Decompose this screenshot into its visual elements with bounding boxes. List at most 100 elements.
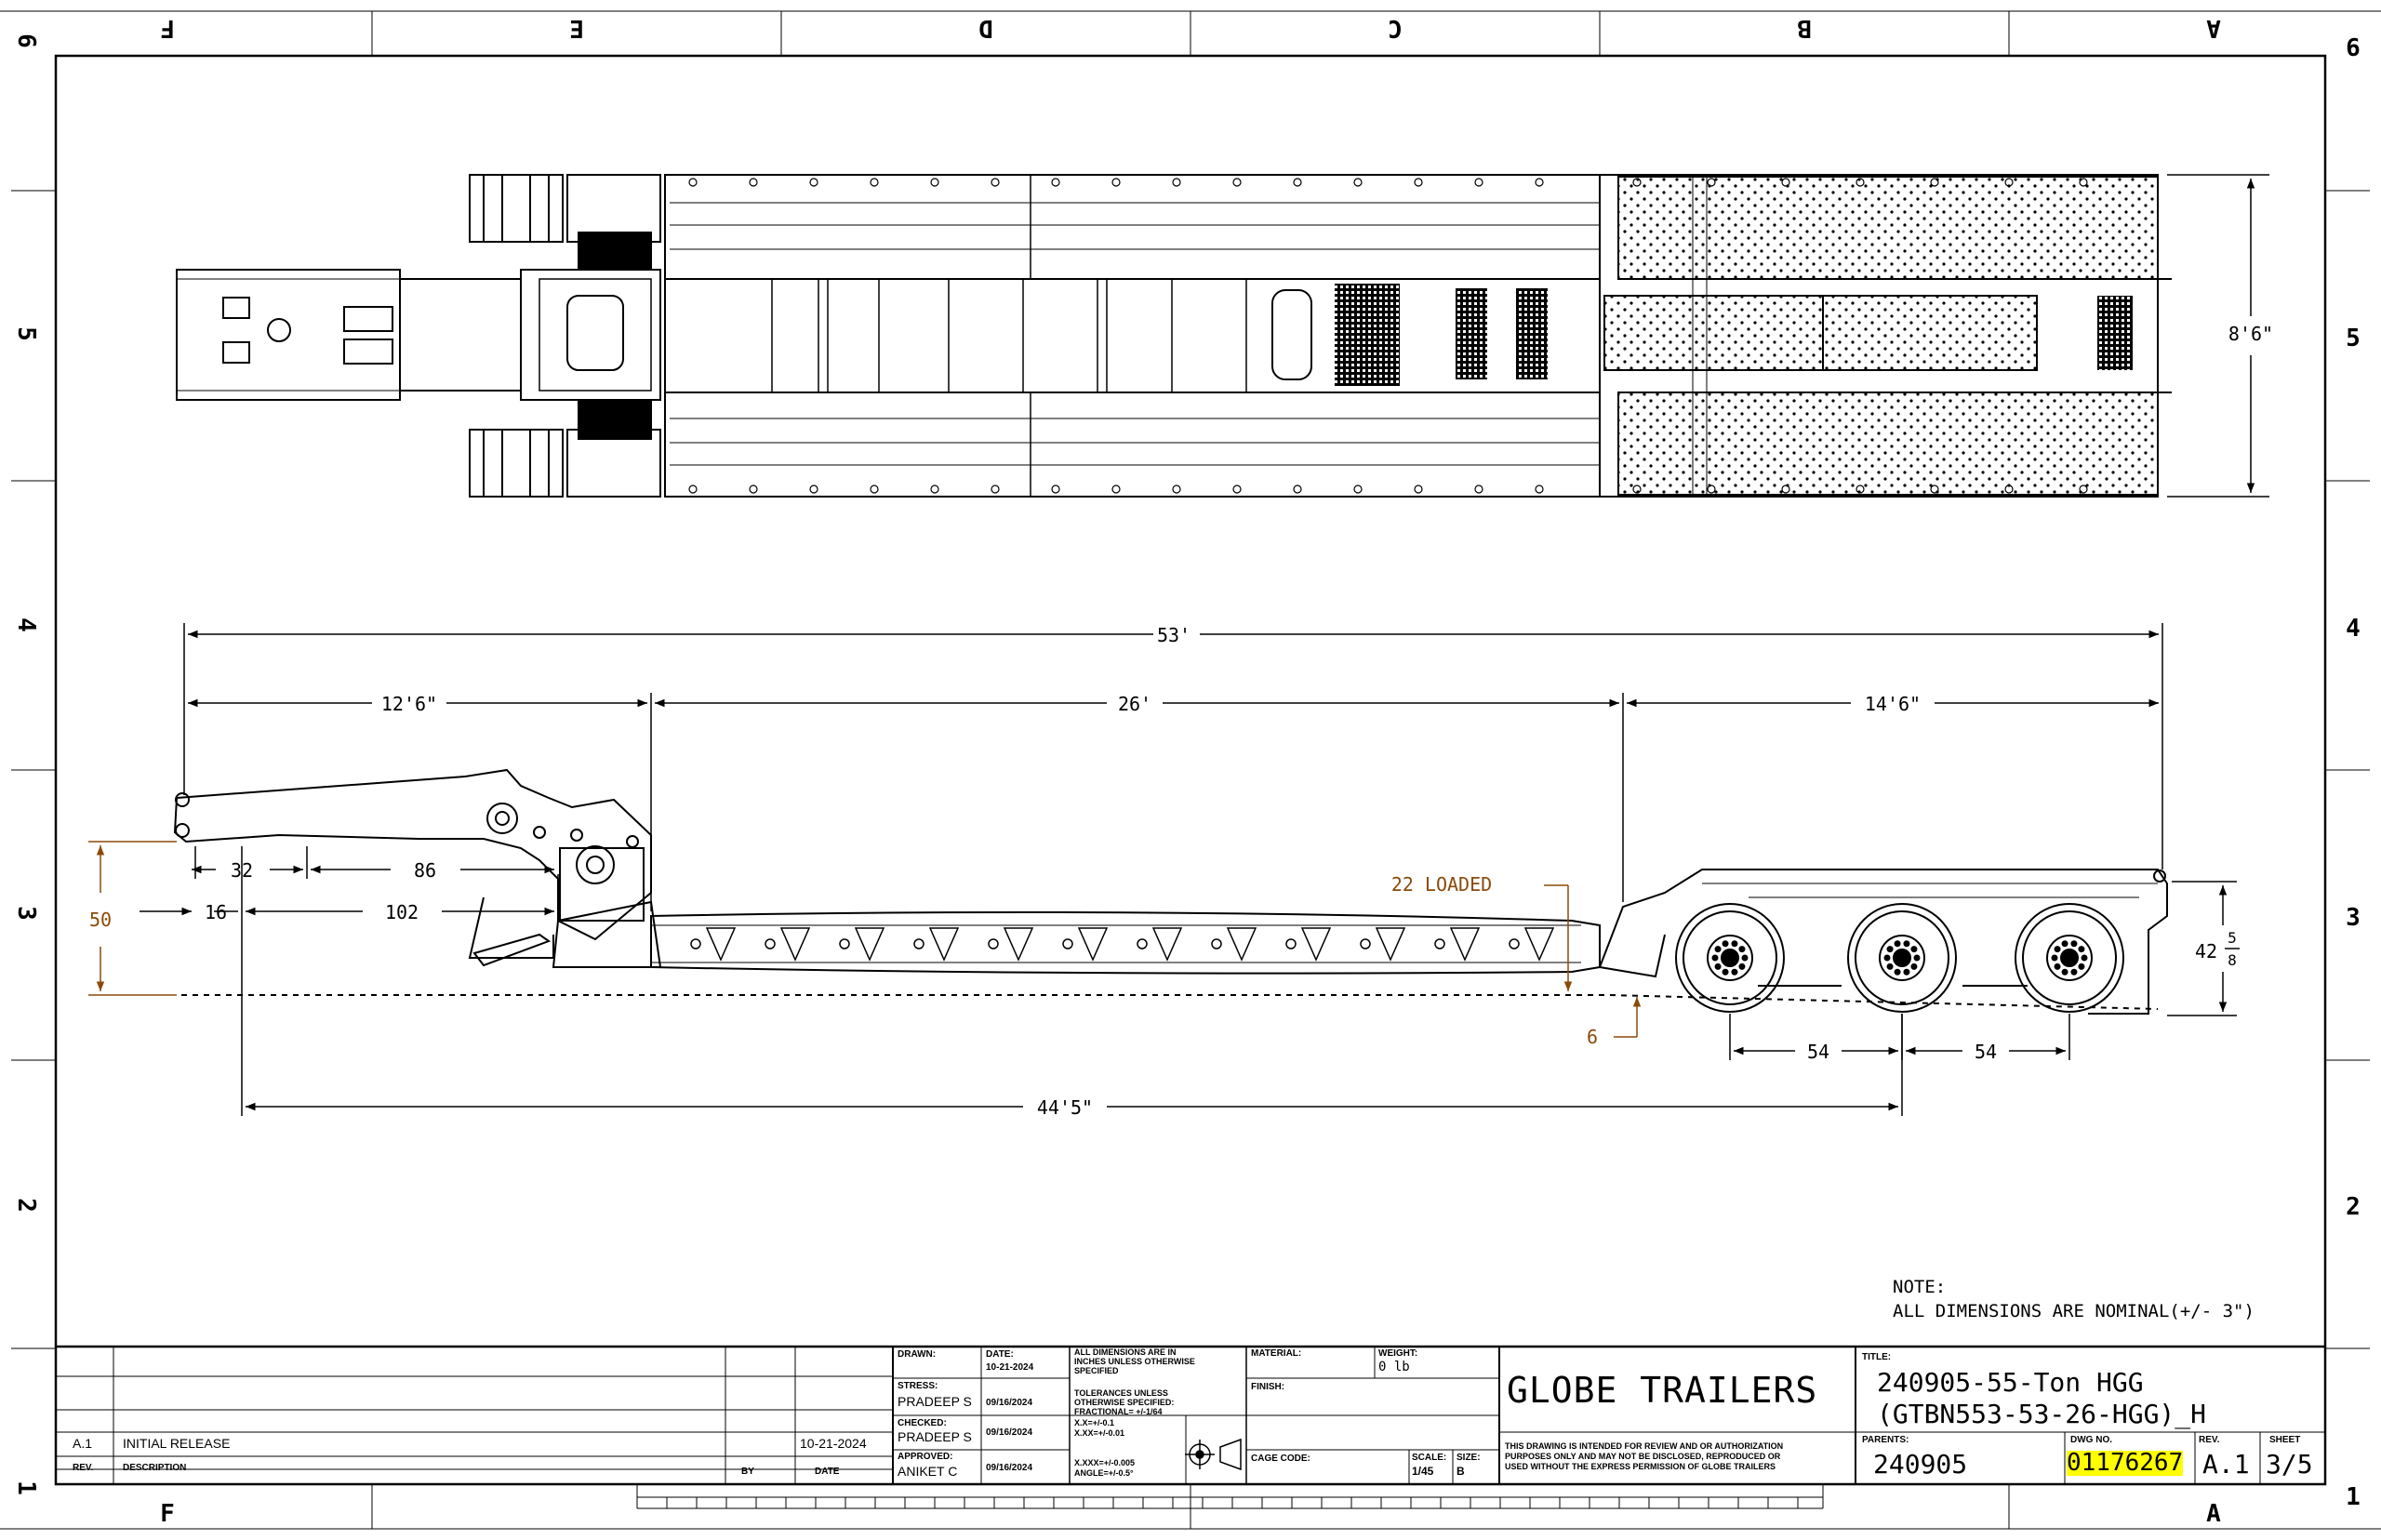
plan-view xyxy=(176,174,2172,498)
dim-rear-height-num: 5 xyxy=(2228,929,2237,947)
dim-rear-height-den: 8 xyxy=(2228,951,2237,969)
zone-col-a-top: A xyxy=(2206,14,2221,42)
tol-line-9: X.XXX=+/-0.005 xyxy=(1074,1458,1136,1467)
note-title: NOTE: xyxy=(1893,1277,1946,1297)
disclaimer-line-1: THIS DRAWING IS INTENDED FOR REVIEW AND … xyxy=(1505,1441,1784,1451)
dim-kingpin-16: 16 xyxy=(205,901,227,923)
rev-row-rev: A.1 xyxy=(73,1436,93,1451)
weight-value: 0 lb xyxy=(1378,1360,1410,1374)
tol-line-1: ALL DIMENSIONS ARE IN xyxy=(1074,1348,1177,1357)
dim-gooseneck-length: 12'6" xyxy=(381,693,437,715)
dimension-labels: 53' 12'6" 26' 14'6" 32 86 16 102 44'5" 5… xyxy=(205,624,2240,1119)
rev-value: A.1 xyxy=(2202,1449,2250,1480)
parents-value: 240905 xyxy=(1873,1449,1968,1480)
rev-row-date: 10-21-2024 xyxy=(800,1436,867,1451)
rev-header-description: DESCRIPTION xyxy=(123,1463,187,1473)
zone-col-a-bottom: A xyxy=(2206,1500,2221,1528)
title-label: TITLE: xyxy=(1862,1352,1892,1362)
zone-row-2-left: 2 xyxy=(12,1198,40,1213)
size-label: SIZE: xyxy=(1457,1453,1481,1463)
dim-width: 8'6" xyxy=(2228,323,2273,345)
zone-col-f-top: F xyxy=(160,14,175,42)
checked-date: 09/16/2024 xyxy=(986,1427,1033,1438)
dim-kingpin-86: 86 xyxy=(414,859,436,882)
weight-label: WEIGHT: xyxy=(1378,1348,1418,1359)
zone-col-e-top: E xyxy=(569,14,584,42)
dim-fifth-wheel-height: 50 xyxy=(89,909,112,931)
sheet-value: 3/5 xyxy=(2266,1449,2313,1480)
zone-col-c-top: C xyxy=(1388,14,1403,42)
projection-symbol xyxy=(1185,1438,1242,1471)
zone-row-3-left: 3 xyxy=(12,906,40,921)
drawing-title-line-2: (GTBN553-53-26-HGG)_H xyxy=(1877,1399,2207,1429)
tol-line-8: X.XX=+/-0.01 xyxy=(1074,1428,1125,1438)
dim-loaded-height: 22 LOADED xyxy=(1391,873,1492,896)
stress-date: 09/16/2024 xyxy=(986,1398,1033,1408)
rev-header-date: DATE xyxy=(815,1467,840,1477)
tol-line-10: ANGLE=+/-0.5° xyxy=(1074,1468,1134,1478)
disclaimer-line-2: PURPOSES ONLY AND MAY NOT BE DISCLOSED, … xyxy=(1505,1452,1781,1461)
tol-line-7: X.X=+/-0.1 xyxy=(1074,1418,1115,1427)
approved-label: APPROVED: xyxy=(898,1452,953,1462)
ground-line xyxy=(181,994,2159,1010)
accent-dimension-labels: 50 22 LOADED 6 xyxy=(89,873,1598,1048)
rev-label: REV. xyxy=(2199,1435,2220,1445)
drawn-date: 10-21-2024 xyxy=(986,1362,1034,1373)
disclaimer-line-3: USED WITHOUT THE EXPRESS PERMISSION OF G… xyxy=(1505,1462,1776,1471)
sheet-label: SHEET xyxy=(2269,1435,2301,1445)
rev-header-rev: REV. xyxy=(73,1463,94,1473)
zone-row-1-right: 1 xyxy=(2346,1483,2361,1511)
stress-label: STRESS: xyxy=(898,1381,938,1391)
zone-row-2-right: 2 xyxy=(2346,1193,2361,1221)
dim-kingpin-102: 102 xyxy=(385,901,419,923)
dim-rear-height-whole: 42 xyxy=(2195,940,2217,962)
dim-ground-clearance: 6 xyxy=(1587,1026,1598,1048)
company-name: GLOBE TRAILERS xyxy=(1507,1370,1818,1411)
stress-name: PRADEEP S xyxy=(898,1394,972,1409)
accent-dimension-lines xyxy=(88,841,1642,1038)
drawn-label: DRAWN: xyxy=(898,1349,937,1360)
tol-line-2: INCHES UNLESS OTHERWISE xyxy=(1074,1357,1195,1366)
approved-date: 09/16/2024 xyxy=(986,1463,1033,1473)
drawing-title-line-1: 240905-55-Ton HGG xyxy=(1877,1367,2144,1398)
tol-line-5: OTHERWISE SPECIFIED: xyxy=(1074,1398,1175,1407)
zone-row-4-right: 4 xyxy=(2346,615,2361,643)
dwg-no-label: DWG NO. xyxy=(2070,1435,2112,1445)
dim-deck-length: 26' xyxy=(1118,693,1151,715)
dim-rear-length: 14'6" xyxy=(1865,693,1921,715)
dim-overall-length: 53' xyxy=(1157,624,1190,646)
side-dimension-lines xyxy=(140,623,2237,1116)
zone-row-6-left: 6 xyxy=(12,33,40,48)
cage-code-label: CAGE CODE: xyxy=(1251,1454,1310,1464)
dim-axle-spacing-1: 54 xyxy=(1807,1041,1829,1063)
zone-row-1-left: 1 xyxy=(12,1480,40,1495)
material-label: MATERIAL: xyxy=(1251,1348,1302,1359)
tol-line-3: SPECIFIED xyxy=(1074,1366,1119,1375)
zone-row-3-right: 3 xyxy=(2346,904,2361,932)
checked-name: PRADEEP S xyxy=(898,1429,972,1444)
zone-row-5-left: 5 xyxy=(12,326,40,341)
scale-label: SCALE: xyxy=(1412,1453,1447,1463)
zone-col-f-bottom: F xyxy=(160,1500,175,1528)
scale-value: 1/45 xyxy=(1412,1465,1434,1478)
zone-col-d-top: D xyxy=(978,14,993,42)
width-dimension xyxy=(2167,174,2269,498)
zone-row-4-left: 4 xyxy=(12,617,40,632)
dwg-no-value: 01176267 xyxy=(2067,1449,2184,1477)
size-value: B xyxy=(1457,1465,1465,1478)
zone-labels: F E D C B A F A 6 5 4 3 2 1 6 5 4 3 2 1 xyxy=(12,14,2361,1528)
scale-ruler-ticks xyxy=(636,1497,1799,1508)
side-view xyxy=(173,768,2168,1015)
rev-row-description: INITIAL RELEASE xyxy=(123,1436,231,1451)
finish-label: FINISH: xyxy=(1251,1382,1285,1392)
drawn-date-label: DATE: xyxy=(986,1349,1014,1360)
border-frame xyxy=(0,10,2381,1530)
zone-row-6-right: 6 xyxy=(2346,34,2361,62)
dim-axle-spacing-2: 54 xyxy=(1975,1041,1997,1063)
zone-col-b-top: B xyxy=(1797,14,1812,42)
tol-line-6: FRACTIONAL= +/-1/64 xyxy=(1074,1407,1163,1416)
checked-label: CHECKED: xyxy=(898,1418,947,1428)
note-text: ALL DIMENSIONS ARE NOMINAL(+/- 3") xyxy=(1893,1301,2255,1321)
dim-kingpin-32: 32 xyxy=(231,859,253,882)
